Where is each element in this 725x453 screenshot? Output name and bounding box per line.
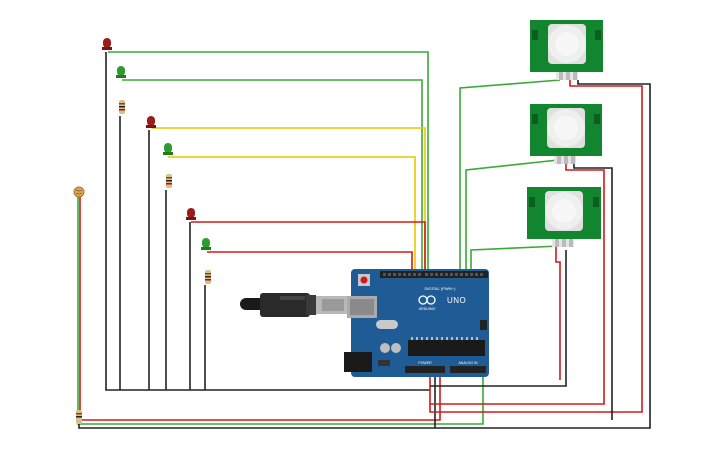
resistor-2 <box>166 174 172 188</box>
pir-sensor-2 <box>530 104 602 164</box>
arduino-logo <box>418 295 436 305</box>
resistor-4 <box>76 410 82 424</box>
leds <box>102 38 211 250</box>
board-name: UNO <box>447 296 466 305</box>
led-red-3 <box>186 208 196 220</box>
wire-led4 <box>168 156 416 272</box>
led-wires <box>105 51 430 391</box>
led-green-1 <box>116 66 126 78</box>
usb-cable <box>240 293 350 317</box>
wire-led2 <box>122 79 423 272</box>
pir-sensor-3 <box>527 187 601 247</box>
gnd-led1 <box>105 52 430 391</box>
wire-led5 <box>191 221 426 272</box>
resistor-3 <box>205 270 211 284</box>
pir-sensor-1 <box>530 20 603 80</box>
analog-label: ANALOG IN <box>458 361 478 365</box>
pir-wires <box>429 79 651 429</box>
wire-led6 <box>207 251 413 272</box>
led-green-2 <box>163 143 173 155</box>
resistor-1 <box>119 100 125 114</box>
digital-label: DIGITAL (PWM~) <box>425 286 457 291</box>
board-brand: ARDUINO <box>419 307 436 311</box>
power-label: POWER <box>418 361 432 365</box>
photoresistor <box>73 186 85 198</box>
led-red-2 <box>146 116 156 128</box>
led-red-1 <box>102 38 112 50</box>
resistors <box>76 100 211 424</box>
arduino-uno-board: DIGITAL (PWM~) UNO ARDUINO <box>344 269 489 377</box>
wire-led3 <box>152 127 426 272</box>
led-green-3 <box>201 238 211 250</box>
wire-led1 <box>108 51 429 272</box>
